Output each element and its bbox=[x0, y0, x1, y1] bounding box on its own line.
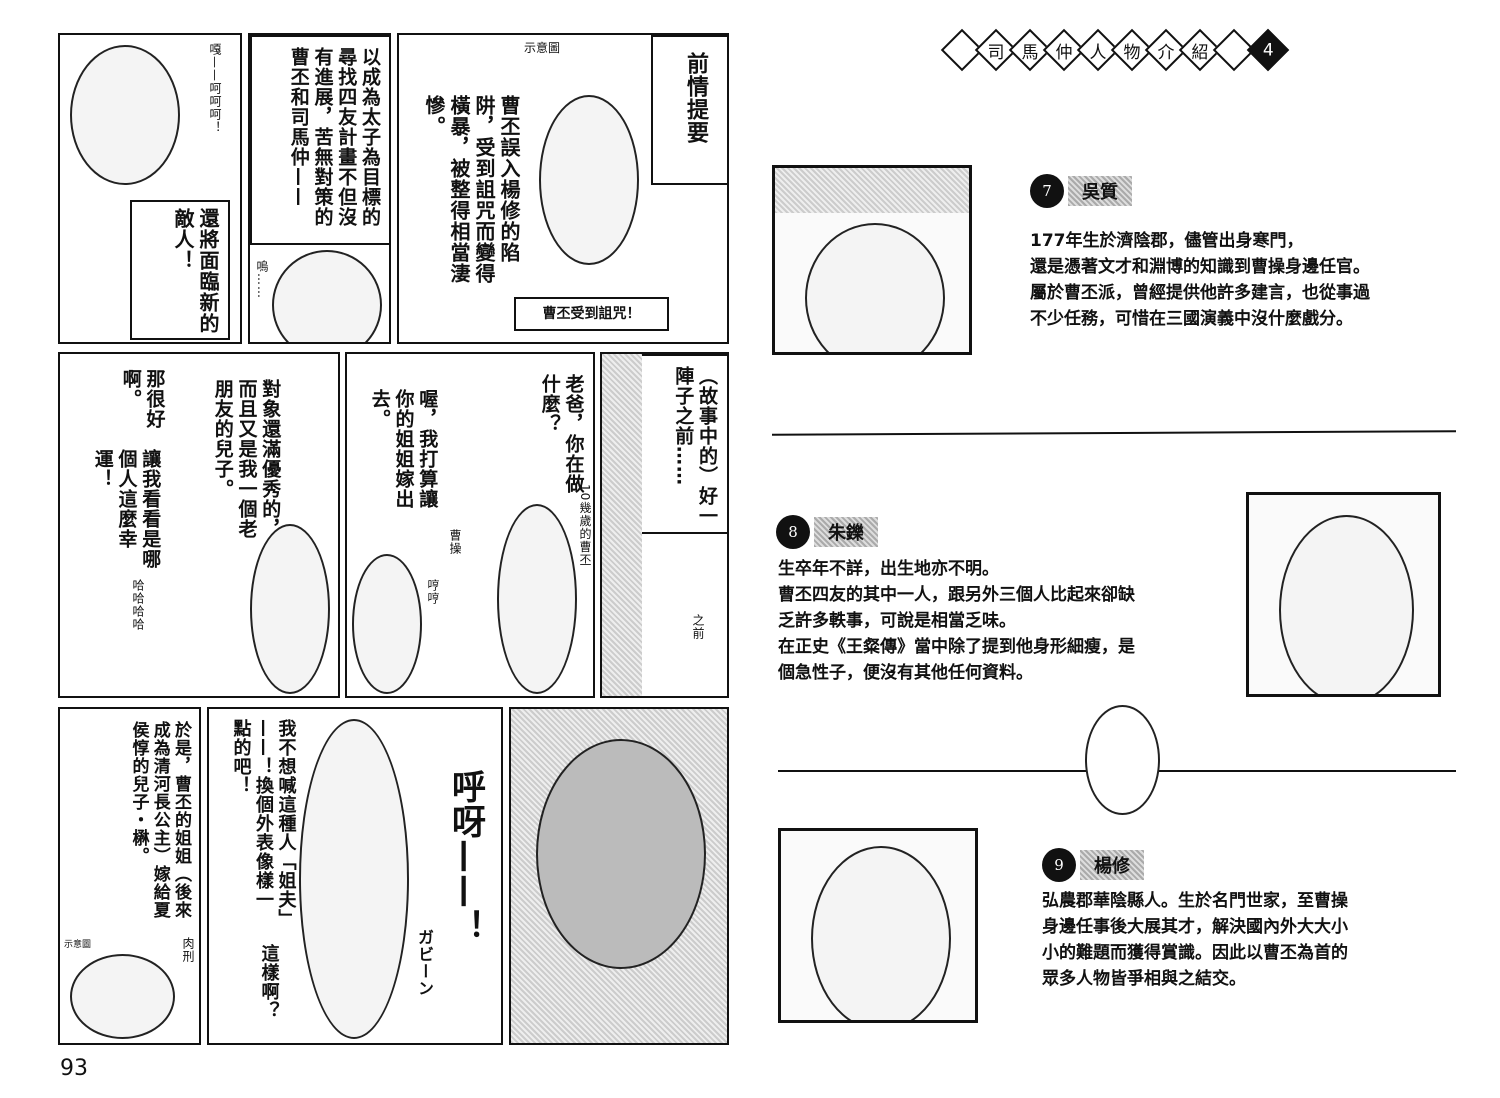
section-header: 司 馬 仲 人 物 介 紹 4 bbox=[880, 28, 1350, 72]
caption-box: 曹丕受到詛咒！ bbox=[514, 297, 669, 331]
portrait-zhu-shuo bbox=[1246, 492, 1441, 697]
portrait-wu-zhi bbox=[772, 165, 972, 355]
chapter-number: 4 bbox=[1246, 28, 1290, 72]
speech-bubble: 喔，我打算讓你的姐姐嫁出去。 bbox=[368, 389, 439, 509]
caopi-figure bbox=[497, 504, 577, 694]
panel-curse: 曹丕誤入楊修的陷阱，受到詛咒而變得橫暴，被整得相當淒慘。 示意圖 曹丕受到詛咒！… bbox=[397, 33, 729, 344]
laugh-text: 嘎——呵呵呵！ bbox=[208, 43, 222, 134]
bio-text: 弘農郡華陰縣人。生於名門世家，至曹操 身邊任事後大展其才，解決國內外大大小 小的… bbox=[1042, 891, 1348, 989]
monster-face bbox=[536, 739, 706, 969]
sfx-text: ガビーン bbox=[414, 929, 434, 997]
narration-box: 以成為太子為目標的尋找四友計畫不但沒有進展，苦無對策的曹丕和司馬仲—— bbox=[250, 35, 389, 245]
page-number: 93 bbox=[60, 1056, 88, 1081]
caopi-screaming bbox=[299, 719, 409, 1039]
wedding-figures bbox=[70, 954, 175, 1039]
cursed-caopi-figure bbox=[539, 95, 639, 265]
palace-roof bbox=[602, 354, 642, 696]
man-figure bbox=[272, 250, 382, 342]
speech-bubble: 老爸，你在做什麼？ bbox=[538, 374, 585, 494]
panel-plan: 以成為太子為目標的尋找四友計畫不但沒有進展，苦無對策的曹丕和司馬仲—— 嗚…… bbox=[248, 33, 391, 344]
title-box: 前情提要 bbox=[651, 35, 727, 185]
bio-text: 生卒年不詳，出生地亦不明。 曹丕四友的其中一人，跟另外三個人比起來卻缺 乏許多軼… bbox=[778, 559, 1135, 683]
panel-suitor: 對象還滿優秀的，而且又是我一個老朋友的兒子。 那很好啊。 讓我看看是哪個人這麼幸… bbox=[58, 352, 340, 698]
panel-woman: 嘎——呵呵呵！ 還將面臨新的敵人！ bbox=[58, 33, 242, 344]
sfx-text: 嗚…… bbox=[255, 260, 269, 299]
narration-box: （故事中的）好一陣子之前…… bbox=[640, 354, 727, 534]
bio-text: 177年生於濟陰郡，儘管出身寒門， 還是憑著文才和淵博的知識到曹操身邊任官。 屬… bbox=[1030, 231, 1370, 329]
panel-shout: 呼呀——！ 我不想喊這種人「姐夫」——！換個外表像樣一點的吧！ 這樣啊？ ガビー… bbox=[207, 707, 503, 1045]
panel-before: （故事中的）好一陣子之前…… 之前 bbox=[600, 352, 729, 698]
schematic-label: 示意圖 bbox=[524, 41, 561, 55]
divider bbox=[771, 430, 1457, 436]
cat-mascot bbox=[1085, 705, 1160, 815]
narration-box: 還將面臨新的敵人！ bbox=[130, 200, 230, 340]
panel-monster bbox=[509, 707, 729, 1045]
woman-figure bbox=[70, 45, 180, 185]
panel-father-son: 老爸，你在做什麼？ 喔，我打算讓你的姐姐嫁出去。 10幾歲的曹丕 曹操 哼哼 bbox=[345, 352, 595, 698]
narration-text: 曹丕誤入楊修的陷阱，受到詛咒而變得橫暴，被整得相當淒慘。 bbox=[422, 95, 521, 284]
panel-marriage: 於是，曹丕的姐姐（後來成為清河長公主）嫁給夏侯惇的兒子・楙。 示意圖 肉刑 bbox=[58, 707, 201, 1045]
caocao-figure bbox=[352, 554, 422, 694]
portrait-yang-xiu bbox=[778, 828, 978, 1023]
caocao-figure bbox=[250, 524, 330, 694]
